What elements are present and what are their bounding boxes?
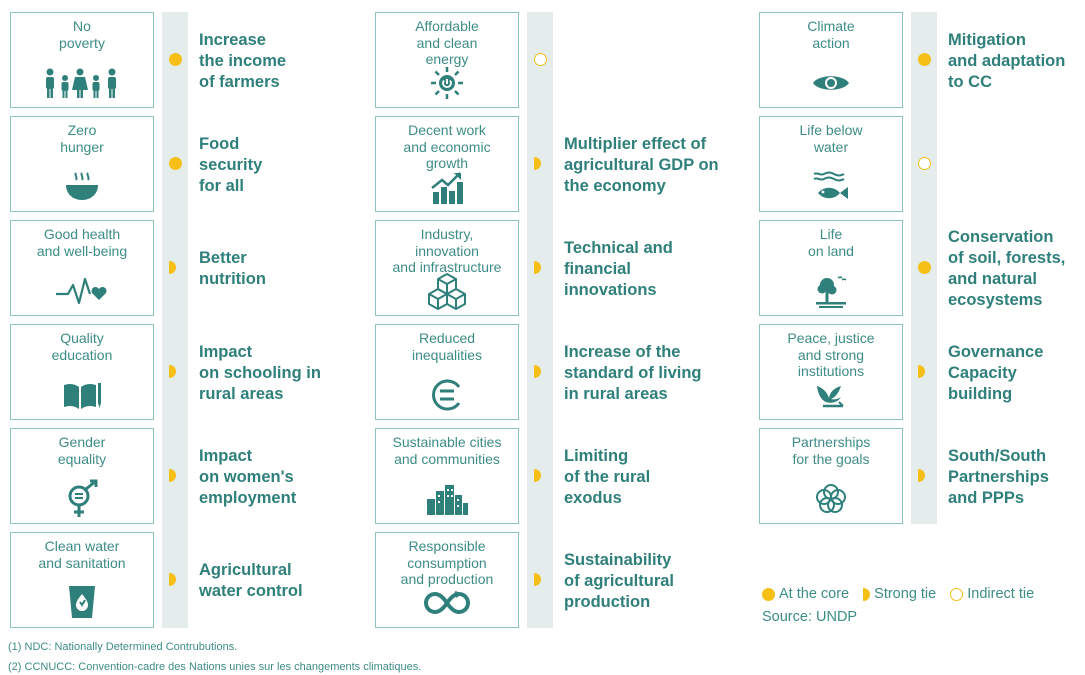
indirect-dot-icon (950, 587, 964, 601)
sdg-card: Peace, justice and strong institutions (759, 324, 903, 420)
impact-text: Conservation of soil, forests, and natur… (948, 228, 1066, 309)
impact-text: Technical and financial innovations (564, 238, 673, 299)
sdg-goal-label: Responsible consumption and production (400, 538, 494, 587)
inequality-icon (376, 379, 518, 411)
core-dot-icon (762, 587, 775, 601)
growth-icon (376, 171, 518, 204)
sdg-goal-label: Partnerships for the goals (791, 434, 871, 467)
water-icon (11, 586, 153, 619)
footnote-1: (1) NDC: Nationally Determined Contrubut… (8, 641, 238, 653)
sdg-card: Clean water and sanitation (10, 532, 154, 628)
strong-tie-dot-icon (534, 365, 541, 378)
impact-text: Mitigation and adaptation to CC (948, 30, 1066, 91)
legend-item-strong: Strong tie (863, 586, 936, 602)
sdg-goal-label: Peace, justice and strong institutions (787, 330, 875, 379)
partnership-icon (760, 483, 902, 515)
education-icon (11, 379, 153, 411)
legend-item-core: At the core (762, 586, 849, 602)
health-icon (11, 275, 153, 307)
impact-text: Food security for all (199, 134, 263, 195)
sdg-card: Life below water (759, 116, 903, 212)
strong-tie-dot-icon (918, 469, 925, 482)
sdg-card: Climate action (759, 12, 903, 108)
sdg-card: Affordable and clean energy (375, 12, 519, 108)
industry-icon (376, 273, 518, 310)
sdg-card: Good health and well-being (10, 220, 154, 316)
impact-text: Multiplier effect of agricultural GDP on… (564, 134, 719, 195)
footnote-2: (2) CCNUCC: Convention-cadre des Nations… (8, 661, 422, 673)
impact-text: Impact on women's employment (199, 446, 297, 507)
dove-icon (760, 379, 902, 411)
impact-text: Increase of the standard of living in ru… (564, 342, 702, 403)
sdg-card: Reduced inequalities (375, 324, 519, 420)
city-icon (376, 483, 518, 515)
legend-label: Strong tie (874, 586, 937, 602)
impact-text: South/South Partnerships and PPPs (948, 446, 1049, 507)
strong-tie-dot-icon (169, 573, 176, 586)
strong-tie-dot-icon (534, 261, 541, 274)
impact-text: Better nutrition (199, 249, 266, 288)
sdg-goal-label: Climate action (807, 18, 855, 51)
sdg-card: Responsible consumption and production (375, 532, 519, 628)
indirect-tie-dot-icon (534, 53, 547, 66)
sdg-card: Decent work and economic growth (375, 116, 519, 212)
sdg-goal-label: Quality education (51, 330, 113, 363)
sdg-goal-label: Reduced inequalities (411, 330, 483, 363)
sdg-goal-label: Industry, innovation and infrastructure (392, 226, 502, 275)
indirect-tie-dot-icon (918, 157, 931, 170)
column-strip (527, 12, 553, 628)
impact-text: Governance Capacity building (948, 342, 1044, 403)
legend-label: At the core (779, 586, 850, 602)
sdg-card: Partnerships for the goals (759, 428, 903, 524)
strong-tie-dot-icon (169, 365, 176, 378)
legend: At the core Strong tie Indirect tie (762, 586, 1044, 605)
energy-icon (376, 67, 518, 99)
sdg-goal-label: Life below water (799, 122, 863, 155)
strong-tie-dot-icon (918, 365, 925, 378)
sdg-goal-label: Zero hunger (60, 122, 104, 155)
strong-tie-dot-icon (169, 469, 176, 482)
legend-item-indirect: Indirect tie (950, 586, 1034, 602)
sdg-goal-label: Gender equality (57, 434, 107, 467)
sdg-goal-label: Decent work and economic growth (403, 122, 491, 171)
strong-tie-dot-icon (534, 573, 541, 586)
strong-tie-dot-icon (534, 469, 541, 482)
sdg-goal-label: Life on land (808, 226, 854, 259)
poverty-icon (11, 67, 153, 99)
core-tie-dot-icon (918, 53, 931, 66)
sdg-card: Life on land (759, 220, 903, 316)
sdg-goal-label: Affordable and clean energy (415, 18, 479, 67)
strong-tie-dot-icon (534, 157, 541, 170)
strong-tie-dot-icon (169, 261, 176, 274)
legend-label: Indirect tie (967, 586, 1035, 602)
impact-text: Agricultural water control (199, 561, 303, 600)
hunger-icon (11, 171, 153, 203)
impact-text: Impact on schooling in rural areas (199, 342, 321, 403)
sdg-goal-label: Good health and well-being (36, 226, 128, 259)
core-tie-dot-icon (918, 261, 931, 274)
sdg-goal-label: No poverty (59, 18, 105, 51)
impact-text: Increase the income of farmers (199, 30, 287, 91)
infinity-icon (376, 587, 518, 619)
source-text: Source: UNDP (762, 609, 858, 625)
sdg-goal-label: Sustainable cities and communities (392, 434, 502, 467)
eye-icon (760, 67, 902, 99)
impact-text: Limiting of the rural exodus (564, 446, 651, 507)
tree-icon (760, 275, 902, 308)
sdg-card: Sustainable cities and communities (375, 428, 519, 524)
gender-icon (11, 479, 153, 517)
core-tie-dot-icon (169, 53, 182, 66)
sdg-card: Gender equality (10, 428, 154, 524)
fish-icon (760, 171, 902, 203)
strong-dot-icon (863, 587, 871, 601)
sdg-card: No poverty (10, 12, 154, 108)
impact-text: Sustainability of agricultural productio… (564, 550, 675, 611)
column-strip (162, 12, 188, 628)
core-tie-dot-icon (169, 157, 182, 170)
sdg-goal-label: Clean water and sanitation (38, 538, 126, 571)
sdg-card: Industry, innovation and infrastructure (375, 220, 519, 316)
sdg-card: Zero hunger (10, 116, 154, 212)
sdg-card: Quality education (10, 324, 154, 420)
